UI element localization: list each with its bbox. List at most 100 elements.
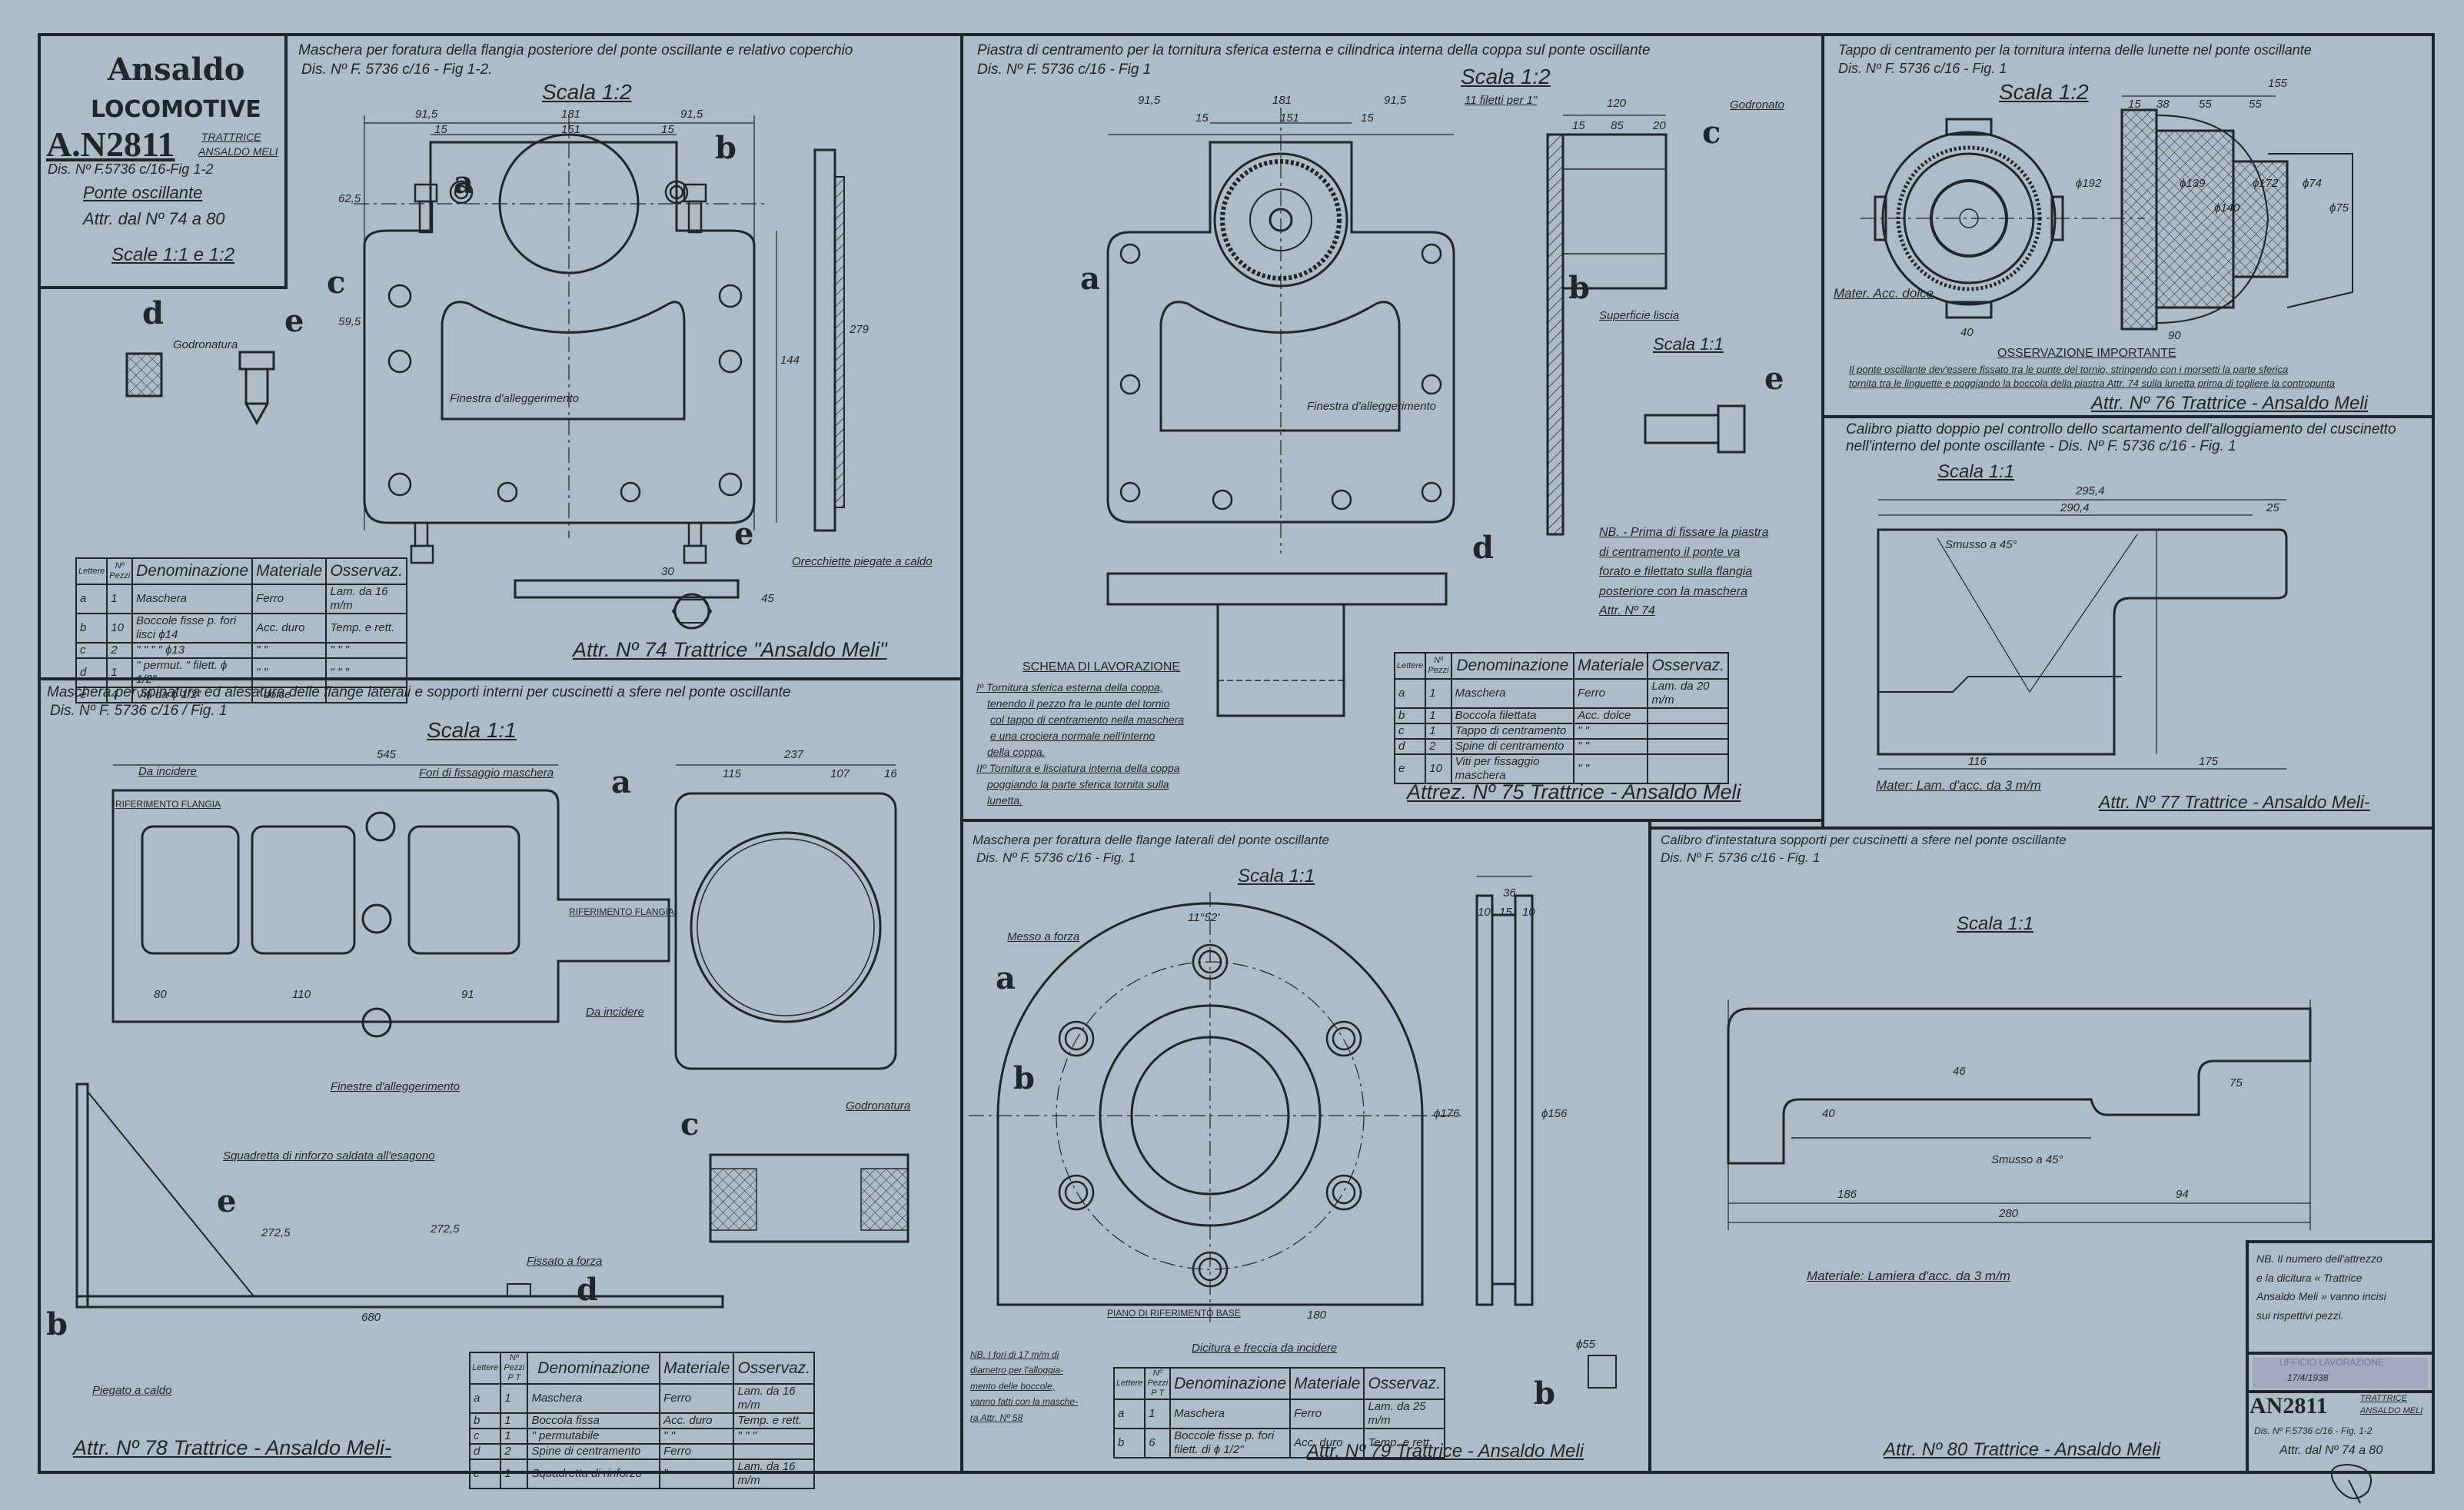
table-cell: " " " [325, 642, 407, 659]
dimension: 15 [2128, 98, 2141, 111]
table-cell: 1 [500, 1458, 529, 1489]
attr79-note: PIANO DI RIFERIMENTO BASE [1107, 1308, 1241, 1319]
table-cell: e [468, 1458, 502, 1489]
callout-a: a [611, 764, 631, 800]
table-cell: Temp. e rett. [1363, 1428, 1445, 1458]
table-cell: 2 [106, 642, 134, 659]
attr74-holes [387, 180, 743, 503]
order-number: A.N2811 [46, 125, 175, 164]
table-cell [1647, 707, 1729, 724]
table-cell: Ferro [659, 1443, 735, 1460]
dimension: 85 [1611, 119, 1624, 132]
dimension: 175 [2199, 755, 2219, 768]
dimension: 15 [661, 123, 674, 136]
callout-e: e [734, 516, 754, 552]
attr74-note-knurling: Godronatura [173, 338, 238, 351]
dimension: 151 [561, 123, 581, 136]
dimension: 115 [723, 767, 741, 780]
note-line: mento delle boccole, [970, 1380, 1056, 1392]
dimension: 90 [2168, 329, 2181, 342]
attr79-drawing-number: Dis. Nº F. 5736 c/16 - Fig. 1 [976, 850, 1136, 865]
machine-name-2: ANSALDO MELI [198, 145, 278, 158]
table-cell: 2 [500, 1443, 529, 1460]
table-cell: Viti per fissaggio maschera [1450, 753, 1575, 784]
table-cell: 10 [106, 613, 134, 644]
table-cell: Spine di centramento [1450, 738, 1575, 755]
dimension: 40 [1960, 326, 1974, 339]
dimension: ϕ55 [1576, 1338, 1596, 1351]
table-cell: c [75, 642, 108, 659]
table-cell: Temp. e rett. [733, 1412, 815, 1429]
attr78-angle-view [75, 1083, 724, 1309]
attr78-note: Da incidere [586, 1006, 644, 1019]
note-line: sui rispettivi pezzi. [2256, 1309, 2344, 1322]
dimension: 62,5 [338, 192, 361, 205]
table-cell: 10 [1425, 753, 1452, 784]
column-header: Osservaz. [1647, 652, 1729, 680]
column-header: Denominazione [1450, 652, 1575, 680]
attr77-gauge [1877, 528, 2288, 756]
attr74-side-view [813, 148, 836, 532]
dimension: 55 [2249, 98, 2262, 111]
attr75-plate [1106, 141, 1455, 524]
attr79-nb-note: NB. I fori di 17 m/m di diametro per l'a… [970, 1347, 1078, 1425]
dimension: 75 [2230, 1076, 2243, 1089]
table-cell: Lam. da 20 m/m [1647, 678, 1729, 709]
callout-b: b [715, 130, 737, 166]
note-line: vanno fatti con la masche- [970, 1396, 1079, 1408]
attr77-drawing [1877, 499, 2288, 770]
stamp-machine-2: ANSALDO MELI [2360, 1406, 2423, 1415]
attr80-chamfer-note: Smusso a 45° [1991, 1153, 2063, 1166]
column-header: Lettere [75, 557, 108, 585]
dimension: 181 [561, 108, 581, 121]
table-cell: Lam. da 16 m/m [733, 1458, 815, 1489]
table-cell: Boccole fisse p. fori lisci ϕ14 [131, 613, 254, 644]
table-cell: Acc. dolce [1573, 707, 1649, 724]
table-cell: 1 [1425, 678, 1452, 709]
table-cell: a [468, 1383, 502, 1414]
dimension: 55 [2199, 98, 2212, 111]
attr75-drawing-number: Dis. Nº F. 5736 c/16 - Fig 1 [977, 62, 1152, 78]
attr76-material: Mater. Acc. dolce [1834, 286, 1934, 301]
dimension: 11°52' [1188, 911, 1220, 924]
attr74-title: Maschera per foratura della flangia post… [298, 42, 853, 58]
dimension: 680 [361, 1311, 381, 1324]
table-cell: " " [1573, 738, 1649, 755]
callout-d: d [142, 295, 164, 331]
column-header: Lettere [1393, 652, 1427, 680]
attr80-title: Calibro d'intestatura sopporti per cusci… [1661, 833, 2067, 847]
dimension: 144 [780, 354, 800, 367]
attr78-note: Squadretta di rinforzo saldata all'esago… [223, 1149, 435, 1162]
attr76-section-view [2120, 108, 2353, 331]
obs-line: Il ponte oscillante dev'essere fissato t… [1849, 364, 2289, 375]
table-cell [1647, 723, 1729, 740]
attr76-title: Tappo di centramento per la tornitura in… [1838, 42, 2312, 58]
table-cell: Ferro [251, 584, 328, 614]
attr75-holes [1119, 243, 1442, 511]
table-cell: " " " " ϕ13 [131, 642, 254, 659]
dimension: 120 [1607, 97, 1627, 110]
dimension: 279 [850, 323, 870, 336]
table-cell: e [75, 687, 108, 703]
attr75-drawing [1106, 108, 1746, 717]
schema-line: col tappo di centramento nella maschera [990, 713, 1185, 726]
dimension: 59,5 [338, 315, 361, 328]
table-cell: " " [1573, 753, 1649, 784]
column-header: Nº Pezzi [106, 557, 134, 585]
attr79-side-view [1475, 894, 1534, 1306]
table-cell: Maschera [527, 1383, 661, 1414]
dimension: 110 [292, 988, 311, 1001]
attr78-note: RIFERIMENTO FLANGIA [569, 906, 675, 917]
table-cell: " dolce [251, 687, 328, 703]
attr74-scale: Scala 1:2 [542, 80, 632, 104]
